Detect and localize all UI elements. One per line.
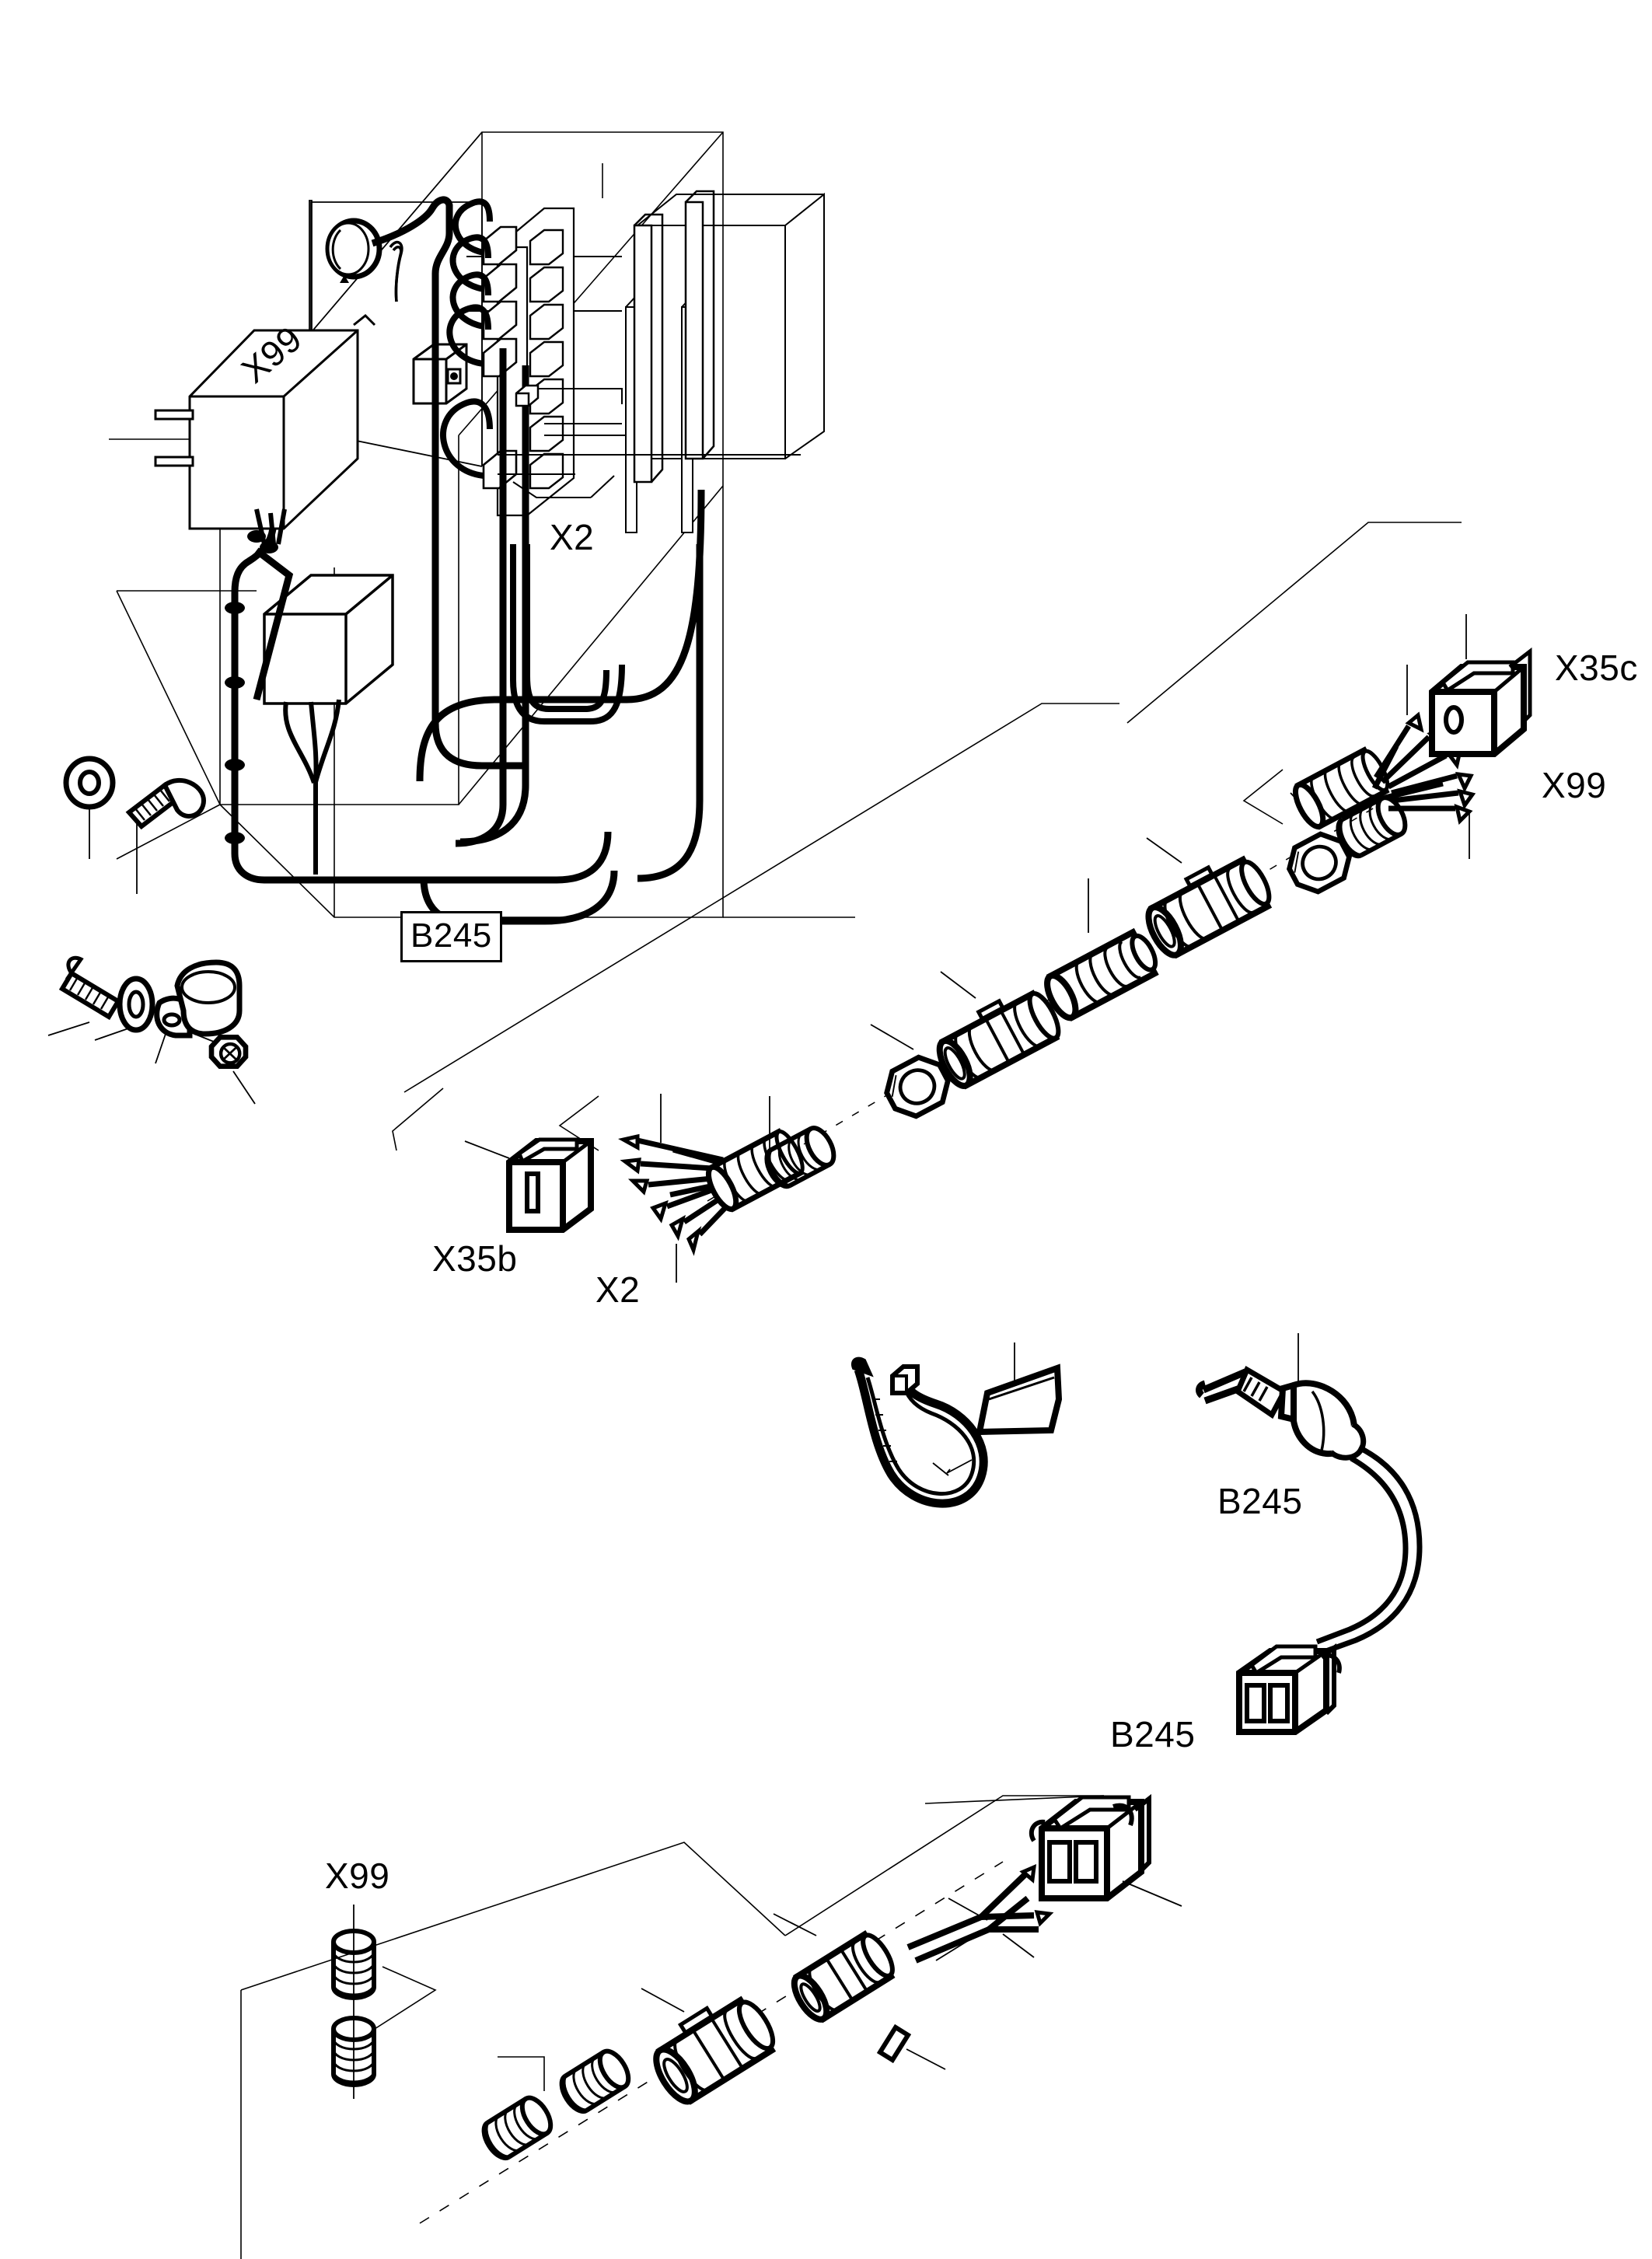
two-wire-lead — [906, 1873, 1039, 1964]
sensor-connector — [1236, 1643, 1342, 1735]
cabinet-assembly — [63, 131, 855, 925]
harness-cable-ties — [225, 530, 278, 844]
hex-lock-nut-2 — [1282, 827, 1357, 899]
gland-body-1 — [936, 990, 1061, 1090]
two-wire-lead-tips — [1019, 1863, 1054, 1927]
hex-bolt — [47, 955, 122, 1036]
b245-sensor-group — [1196, 1333, 1423, 1735]
cable-clamp — [154, 959, 243, 1064]
connector-b245 — [1029, 1793, 1182, 1907]
connector-x35b — [464, 1137, 594, 1233]
label-x2-harness: X2 — [595, 1269, 641, 1310]
seal-ring — [876, 2023, 946, 2070]
sensor-probe — [1196, 1333, 1367, 1461]
label-x99-sleeves: X99 — [325, 1856, 390, 1896]
control-box — [263, 574, 394, 875]
section-divider-lines — [240, 522, 1462, 2259]
hardware-clamp-group — [47, 955, 256, 1105]
strain-relief-x99 — [1292, 746, 1390, 830]
label-b245-connector: B245 — [1110, 1714, 1196, 1754]
label-x2-cabinet: X2 — [550, 517, 595, 557]
flat-washer — [94, 976, 155, 1041]
cabinet-vertical-rails — [633, 190, 715, 484]
terminal-block-strip — [440, 198, 575, 707]
inline-connector — [515, 384, 540, 407]
label-x35b-connector: X35b — [432, 1238, 518, 1279]
label-x35c-connector: X35c — [1555, 648, 1638, 688]
wire-fan-x99 — [1371, 724, 1459, 812]
b245-gland-group — [334, 1793, 1182, 2224]
gland-insert-1 — [1044, 927, 1159, 1022]
marker-label — [976, 1342, 1063, 1436]
label-b245-sensor: B245 — [1217, 1481, 1303, 1521]
connector-x35c — [1429, 614, 1532, 757]
relay-box-x99 — [154, 313, 376, 545]
label-b245-cabinet: B245 — [400, 911, 502, 962]
gland-body-2 — [1145, 855, 1273, 959]
cable-duct — [498, 388, 801, 498]
bolt-part — [125, 778, 207, 894]
gland-barrel-lower — [653, 1995, 777, 2105]
sensor-lead-cable — [1315, 1444, 1423, 1656]
cable-tie — [851, 1356, 988, 1508]
hex-nut — [208, 1034, 249, 1070]
spiral-sleeve-lower-a — [478, 2093, 556, 2163]
label-x99-harness: X99 — [1542, 765, 1607, 805]
spiral-sleeve-lower-b — [556, 2047, 634, 2117]
round-cover — [325, 218, 382, 283]
harness-u-bend — [510, 544, 625, 724]
washer-part — [63, 756, 116, 859]
gland-chain-upper — [464, 614, 1532, 1283]
panel-clip — [389, 240, 403, 302]
wire-fan-x2-tips — [618, 1133, 702, 1256]
tie-and-label-group — [851, 1342, 1063, 1508]
terminal-wire-loops — [440, 198, 493, 479]
gland-nut-lower — [791, 1929, 896, 2023]
